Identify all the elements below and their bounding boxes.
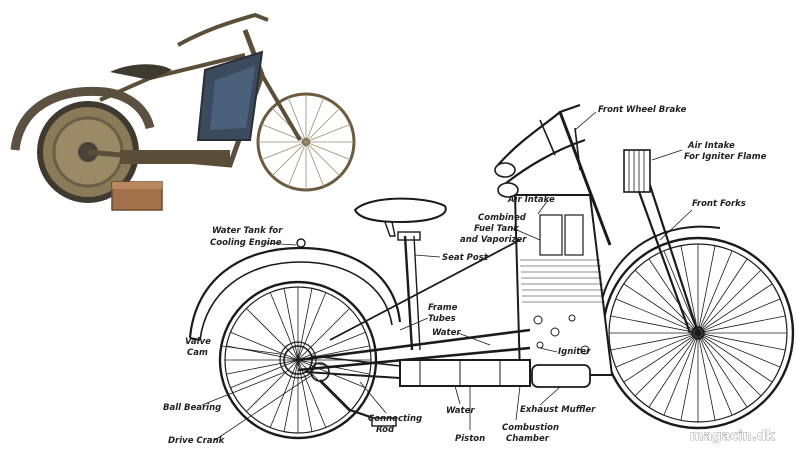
label-combined-fuel-line1: Combined: [478, 213, 527, 223]
label-water-tank-line2: Cooling Engine: [210, 238, 282, 248]
label-frame-tubes-line2: Tubes: [428, 314, 456, 324]
label-igniter: Igniter: [558, 347, 591, 357]
front-wheel: [601, 236, 795, 430]
label-combined-fuel-line2: Fuel Tank: [474, 224, 520, 234]
label-air-intake-igniter-line1: Air Intake: [687, 141, 735, 151]
label-connecting-rod-line1: Connecting: [368, 414, 422, 424]
leader-lines: [201, 111, 693, 441]
label-combustion-line1: Combustion: [502, 423, 559, 433]
watermark: magacin.dk: [690, 429, 775, 444]
diagram-drawing: [188, 103, 795, 440]
label-air-intake-igniter-line2: For Igniter Flame: [684, 152, 767, 162]
label-drive-crank: Drive Crank: [168, 436, 226, 446]
label-frame-tubes-line1: Frame: [428, 303, 458, 313]
label-ball-bearing: Ball Bearing: [163, 403, 221, 413]
label-air-intake: Air Intake: [507, 195, 555, 205]
label-water-tank-line1: Water Tank for: [212, 226, 283, 236]
label-valve-cam-line2: Cam: [187, 348, 208, 358]
label-water-upper: Water: [432, 328, 461, 338]
label-front-wheel-brake: Front Wheel Brake: [598, 105, 687, 115]
label-front-forks: Front Forks: [692, 199, 746, 209]
label-piston: Piston: [455, 434, 485, 444]
label-exhaust-muffler: Exhaust Muffler: [520, 405, 596, 415]
motorcycle-photo: [10, 12, 356, 211]
label-combustion-line2: Chamber: [506, 434, 550, 444]
label-water-lower: Water: [446, 406, 475, 416]
diagram-labels: Front Wheel Brake Air Intake For Igniter…: [163, 105, 767, 446]
label-combined-fuel-line3: and Vaporizer: [460, 235, 527, 245]
label-connecting-rod-line2: Rod: [376, 425, 395, 435]
label-seat-post: Seat Post: [442, 253, 489, 263]
label-valve-cam-line1: Valve: [185, 337, 211, 347]
